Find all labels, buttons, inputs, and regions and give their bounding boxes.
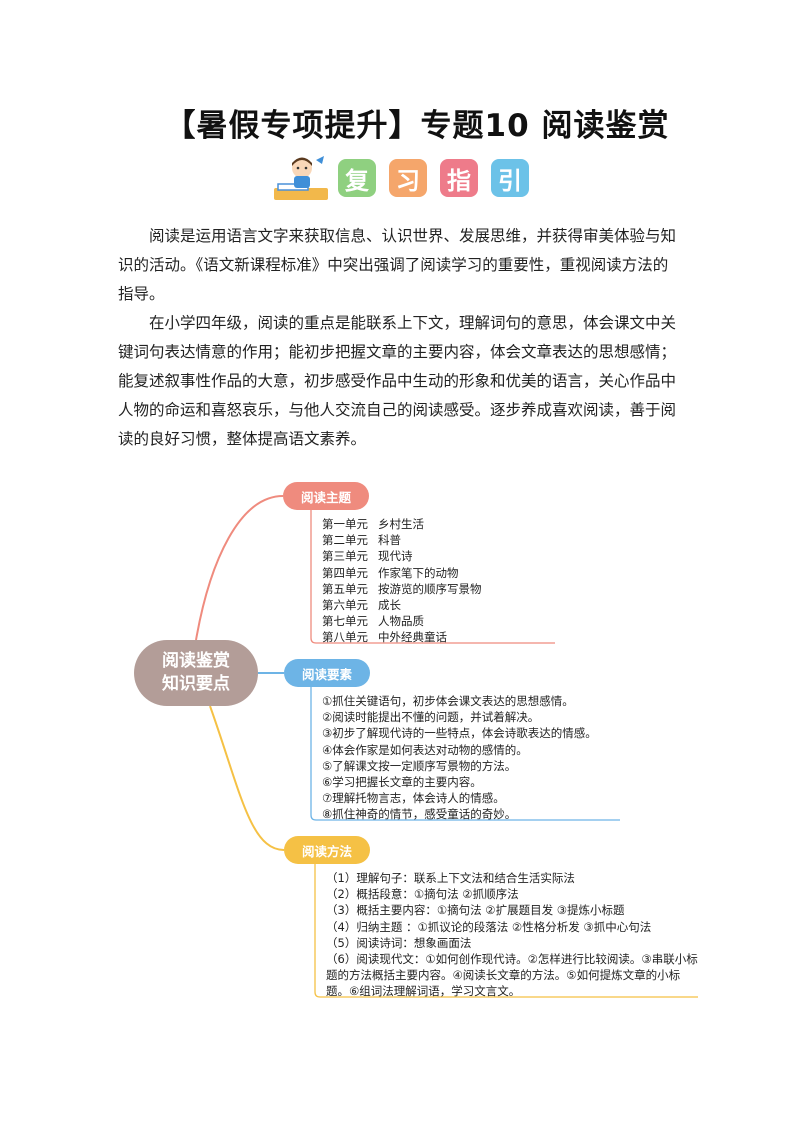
reading-student-icon bbox=[272, 154, 330, 202]
center-line-1: 阅读鉴赏 bbox=[162, 651, 230, 671]
branch-reading-methods: 阅读方法 bbox=[284, 836, 370, 864]
list-item: ④体会作家是如何表达对动物的感情的。 bbox=[322, 742, 528, 757]
list-item: ⑦理解托物言志，体会诗人的情感。 bbox=[322, 791, 505, 806]
branch-reading-elements: 阅读要素 bbox=[284, 659, 370, 687]
intro-paragraph: 阅读是运用语言文字来获取信息、认识世界、发展思维，并获得审美体验与知识的活动。《… bbox=[118, 227, 677, 303]
list-item: ②阅读时能提出不懂的问题，并试着解决。 bbox=[322, 710, 540, 725]
guide-tile-yin: 引 bbox=[491, 159, 529, 197]
branch-reading-themes: 阅读主题 bbox=[283, 482, 369, 510]
list-item: ⑤了解课文按一定顺序写景物的方法。 bbox=[322, 758, 517, 773]
review-guide-banner: 复 习 指 引 bbox=[272, 152, 542, 204]
guide-tile-zhi: 指 bbox=[440, 159, 478, 197]
list-item: ⑥学习把握长文章的主要内容。 bbox=[322, 775, 482, 790]
guide-tile-fu: 复 bbox=[338, 159, 376, 197]
list-item: ③初步了解现代诗的一些特点，体会诗歌表达的情感。 bbox=[322, 726, 597, 741]
list-item: ⑧抓住神奇的情节，感受童话的奇妙。 bbox=[322, 807, 517, 822]
list-item: 第一单元乡村生活 bbox=[322, 517, 424, 531]
reading-themes-list: 第一单元乡村生活 第二单元科普 第三单元现代诗 第四单元作家笔下的动物 第五单元… bbox=[322, 516, 482, 646]
list-item: 第七单元人物品质 bbox=[322, 614, 424, 629]
list-item: （2）概括段意：①摘句法 ②抓顺序法 bbox=[326, 887, 519, 902]
mindmap-center-node: 阅读鉴赏 知识要点 bbox=[134, 640, 258, 706]
list-item: （6）阅读现代文：①如何创作现代诗。②怎样进行比较阅读。③串联小标题的方法概括主… bbox=[326, 952, 698, 999]
reading-elements-list: ①抓住关键语句，初步体会课文表达的思想感情。 ②阅读时能提出不懂的问题，并试着解… bbox=[322, 693, 597, 823]
list-item: 第五单元按游览的顺序写景物 bbox=[322, 581, 482, 596]
center-line-2: 知识要点 bbox=[162, 674, 230, 694]
reading-methods-list: （1）理解句子：联系上下文法和结合生活实际法 （2）概括段意：①摘句法 ②抓顺序… bbox=[326, 870, 698, 1000]
list-item: （3）概括主要内容：①摘句法 ②扩展题目发 ③提炼小标题 bbox=[326, 903, 625, 918]
list-item: （4）归纳主题 ：①抓议论的段落法 ②性格分析发 ③抓中心句法 bbox=[326, 919, 652, 934]
list-item: （5）阅读诗词：想象画面法 bbox=[326, 935, 472, 950]
guide-tile-xi: 习 bbox=[389, 159, 427, 197]
list-item: 第四单元作家笔下的动物 bbox=[322, 565, 459, 580]
list-item: 第八单元中外经典童话 bbox=[322, 630, 447, 645]
list-item: 第三单元现代诗 bbox=[322, 549, 413, 564]
list-item: ①抓住关键语句，初步体会课文表达的思想感情。 bbox=[322, 694, 574, 708]
list-item: 第六单元成长 bbox=[322, 598, 401, 613]
page-title: 【暑假专项提升】专题10 阅读鉴赏 bbox=[164, 108, 670, 144]
list-item: （1）理解句子：联系上下文法和结合生活实际法 bbox=[326, 871, 575, 885]
list-item: 第二单元科普 bbox=[322, 533, 401, 548]
grade-four-paragraph: 在小学四年级，阅读的重点是能联系上下文，理解词句的意思，体会课文中关键词句表达情… bbox=[118, 314, 677, 448]
